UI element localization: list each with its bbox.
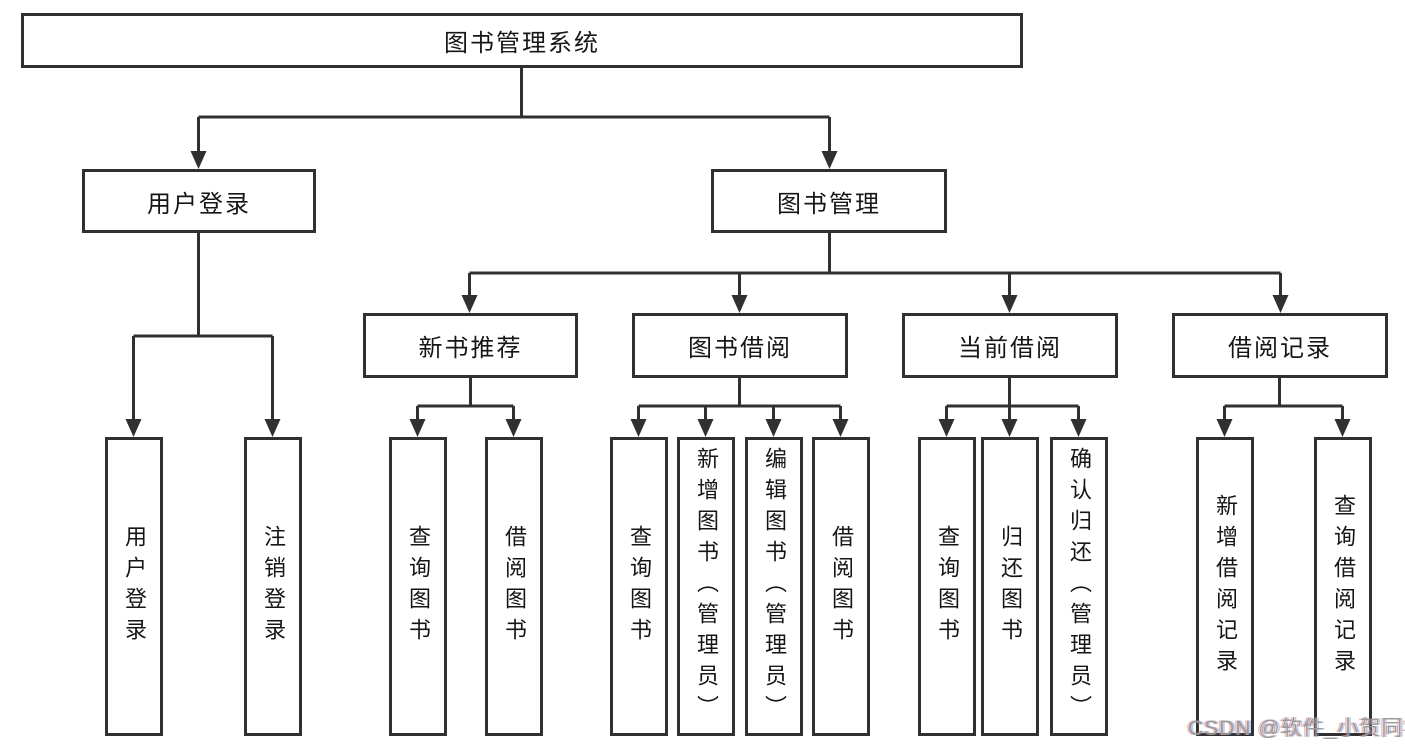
leaf-recommend-query-book: 查询图书 <box>389 437 447 736</box>
leaf-borrow-query-book: 查询图书 <box>610 437 668 736</box>
arrowhead <box>1001 419 1018 437</box>
arrowhead <box>461 295 478 313</box>
arrowhead <box>1272 295 1289 313</box>
leaf-user-login: 用户登录 <box>105 437 163 736</box>
arrowhead <box>264 419 281 437</box>
leaf-confirm-return-admin: 确认归还（管理员） <box>1050 437 1108 736</box>
node-root: 图书管理系统 <box>21 13 1023 68</box>
arrowhead <box>1216 419 1233 437</box>
node-new-book-recommend: 新书推荐 <box>363 313 578 378</box>
arrowhead <box>938 419 955 437</box>
arrowhead <box>697 419 714 437</box>
arrowhead <box>1070 419 1087 437</box>
leaf-current-query-book: 查询图书 <box>918 437 976 736</box>
arrowhead <box>505 419 522 437</box>
leaf-recommend-borrow-book: 借阅图书 <box>485 437 543 736</box>
node-book-management: 图书管理 <box>711 169 947 233</box>
connector-line <box>132 68 1344 420</box>
leaf-add-borrow-record: 新增借阅记录 <box>1196 437 1254 736</box>
arrowhead <box>409 419 426 437</box>
leaf-return-book: 归还图书 <box>981 437 1039 736</box>
node-user-login: 用户登录 <box>82 169 316 233</box>
leaf-logout: 注销登录 <box>244 437 302 736</box>
leaf-borrow-book: 借阅图书 <box>812 437 870 736</box>
arrowhead <box>765 419 782 437</box>
arrowhead <box>630 419 647 437</box>
arrowhead <box>125 419 142 437</box>
arrowhead <box>821 151 838 169</box>
leaf-edit-book-admin: 编辑图书（管理员） <box>745 437 803 736</box>
arrowhead <box>731 295 748 313</box>
leaf-query-borrow-record: 查询借阅记录 <box>1314 437 1372 736</box>
node-book-borrow: 图书借阅 <box>632 313 848 378</box>
arrowhead <box>190 151 207 169</box>
arrowheads <box>125 151 1351 437</box>
arrowhead <box>832 419 849 437</box>
arrowhead <box>1001 295 1018 313</box>
csdn-watermark: CSDN @软件_小贺同学 <box>1188 717 1405 740</box>
leaf-add-book-admin: 新增图书（管理员） <box>677 437 735 736</box>
arrowhead <box>1334 419 1351 437</box>
node-borrow-record: 借阅记录 <box>1172 313 1388 378</box>
node-current-borrow: 当前借阅 <box>902 313 1118 378</box>
